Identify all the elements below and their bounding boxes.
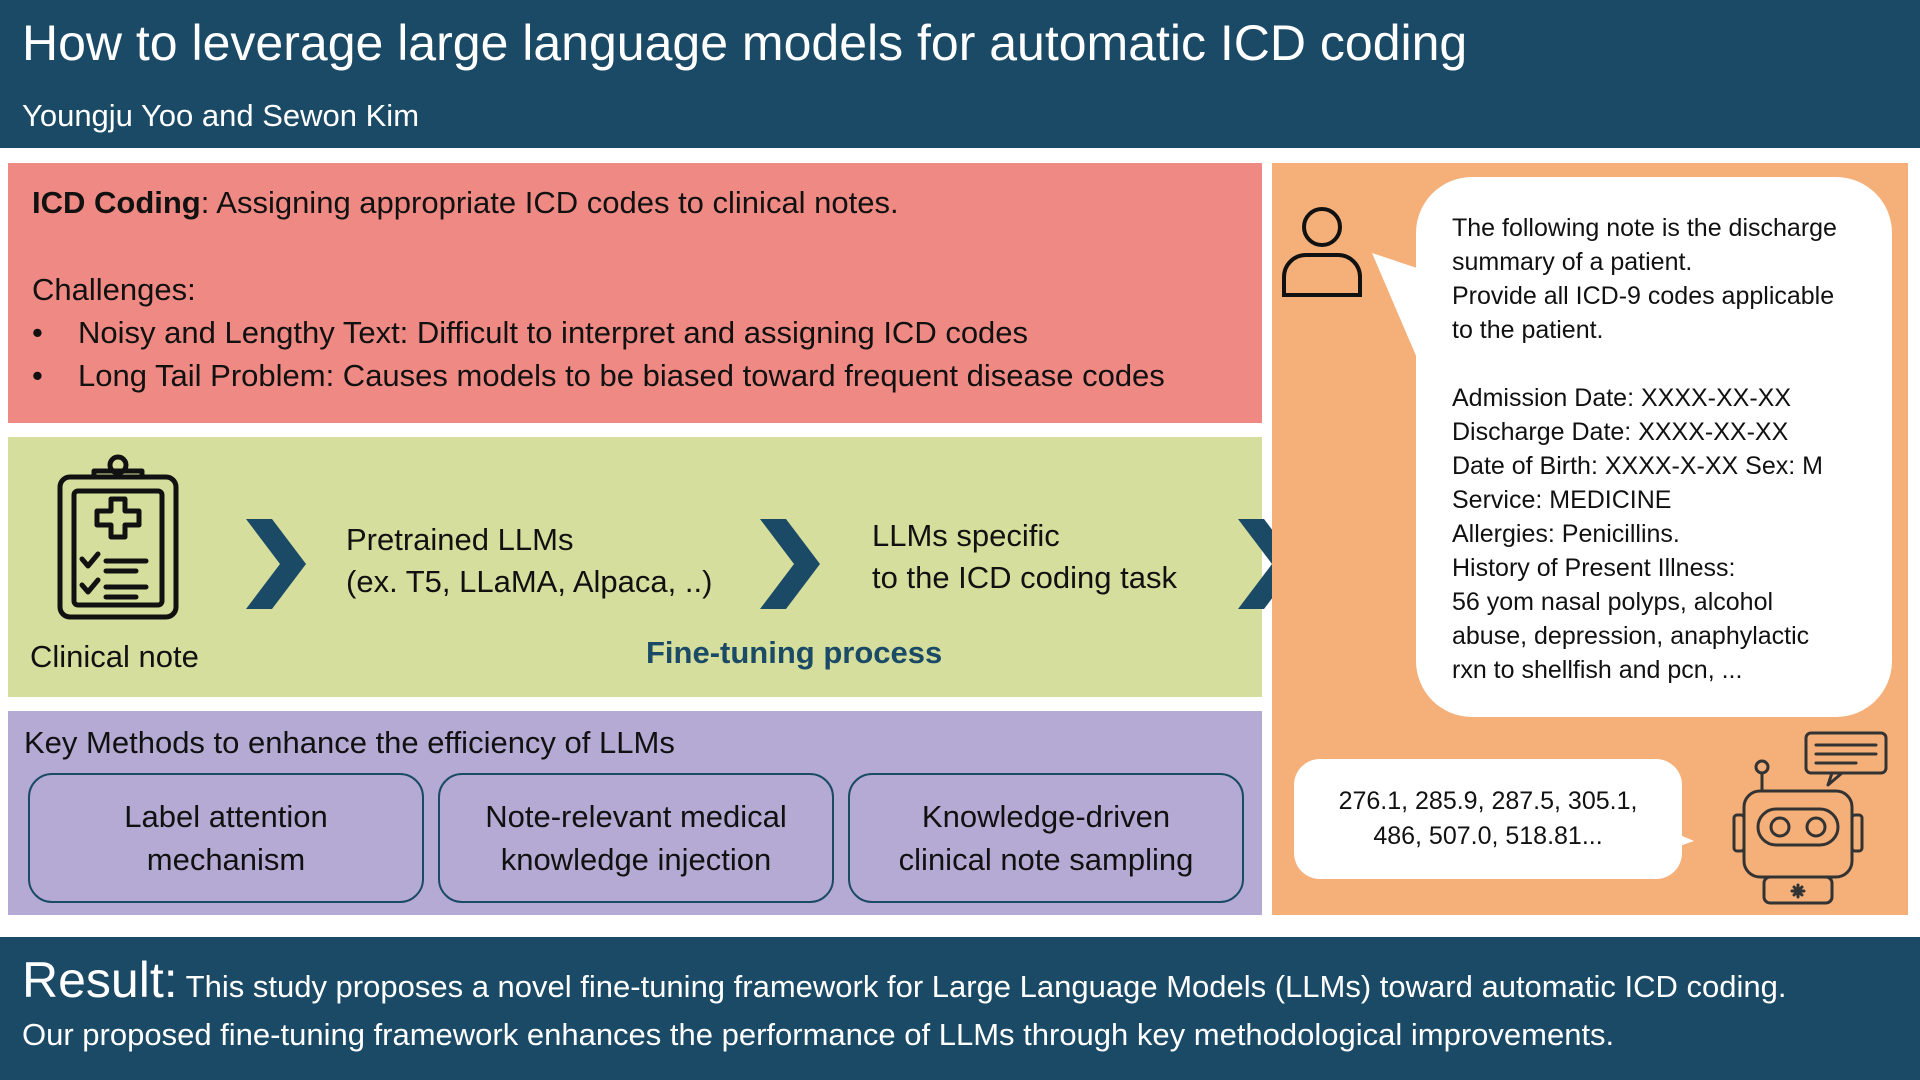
method-box: Knowledge-driven clinical note sampling [848, 773, 1244, 903]
note-line: Allergies: Penicillins. [1452, 520, 1680, 548]
fine-tuning-label: Fine-tuning process [646, 635, 943, 670]
result-lead: Result: [22, 952, 178, 1008]
prompt-gap [1452, 347, 1872, 381]
answer-line: 486, 507.0, 518.81... [1373, 822, 1603, 850]
icd-term: ICD Coding [32, 185, 201, 220]
chevron-right-icon [760, 519, 820, 609]
challenge-item: • Long Tail Problem: Causes models to be … [32, 358, 1165, 394]
specific-line: LLMs specific [872, 518, 1060, 553]
result-bar: Result: This study proposes a novel fine… [0, 937, 1920, 1080]
pretrained-line: Pretrained LLMs [346, 522, 574, 557]
bullet: • [32, 358, 43, 393]
method-label: Note-relevant medical knowledge injectio… [485, 799, 787, 877]
pretrained-line: (ex. T5, LLaMA, Alpaca, ..) [346, 564, 713, 599]
prompt-line: Provide all ICD-9 codes applicable [1452, 282, 1835, 310]
prompt-line: to the patient. [1452, 316, 1604, 344]
note-line: rxn to shellfish and pcn, ... [1452, 656, 1743, 684]
prompt-line: summary of a patient. [1452, 248, 1693, 276]
note-line: Admission Date: XXXX-XX-XX [1452, 384, 1792, 412]
result-text: This study proposes a novel fine-tuning … [177, 969, 1787, 1004]
note-line: Service: MEDICINE [1452, 486, 1672, 514]
clipboard-icon [57, 454, 179, 620]
page-title: How to leverage large language models fo… [22, 15, 1468, 71]
icd-definition: ICD Coding: Assigning appropriate ICD co… [32, 185, 899, 221]
method-label: Knowledge-driven clinical note sampling [898, 799, 1194, 877]
answer-line: 276.1, 285.9, 287.5, 305.1, [1338, 787, 1638, 815]
prompt-bubble: The following note is the discharge summ… [1416, 177, 1892, 717]
note-line: Discharge Date: XXXX-XX-XX [1452, 418, 1789, 446]
result-line-1: Result: This study proposes a novel fine… [22, 951, 1786, 1009]
bullet: • [32, 315, 43, 350]
answer-bubble: 276.1, 285.9, 287.5, 305.1, 486, 507.0, … [1294, 759, 1682, 879]
specific-llms: LLMs specific to the ICD coding task [872, 515, 1177, 599]
header: How to leverage large language models fo… [0, 0, 1920, 148]
note-line: Date of Birth: XXXX-X-XX Sex: M [1452, 452, 1823, 480]
user-icon [1282, 207, 1362, 297]
note-line: abuse, depression, anaphylactic [1452, 622, 1810, 650]
method-box: Label attention mechanism [28, 773, 424, 903]
challenges-title: Challenges: [32, 272, 196, 307]
methods-panel: Key Methods to enhance the efficiency of… [8, 711, 1262, 915]
pretrained-llms: Pretrained LLMs (ex. T5, LLaMA, Alpaca, … [346, 519, 712, 603]
prompt-line: The following note is the discharge [1452, 214, 1837, 242]
challenge-text: Noisy and Lengthy Text: Difficult to int… [78, 315, 1029, 350]
robot-icon [1732, 731, 1888, 905]
note-line: 56 yom nasal polyps, alcohol [1452, 588, 1774, 616]
challenge-text: Long Tail Problem: Causes models to be b… [78, 358, 1165, 393]
result-line-2: Our proposed fine-tuning framework enhan… [22, 1017, 1615, 1052]
chevron-right-icon [246, 519, 306, 609]
methods-title: Key Methods to enhance the efficiency of… [24, 725, 675, 760]
note-line: History of Present Illness: [1452, 554, 1736, 582]
flow-panel: Clinical note Pretrained LLMs (ex. T5, L… [8, 437, 1298, 697]
example-panel: The following note is the discharge summ… [1272, 163, 1908, 915]
challenge-item: • Noisy and Lengthy Text: Difficult to in… [32, 315, 1028, 351]
method-label: Label attention mechanism [124, 799, 328, 877]
clinical-note-label: Clinical note [30, 639, 199, 674]
icd-definition-text: : Assigning appropriate ICD codes to cli… [200, 185, 899, 220]
specific-line: to the ICD coding task [872, 560, 1177, 595]
method-box: Note-relevant medical knowledge injectio… [438, 773, 834, 903]
problem-panel: ICD Coding: Assigning appropriate ICD co… [8, 163, 1262, 423]
authors: Youngju Yoo and Sewon Kim [22, 98, 420, 133]
